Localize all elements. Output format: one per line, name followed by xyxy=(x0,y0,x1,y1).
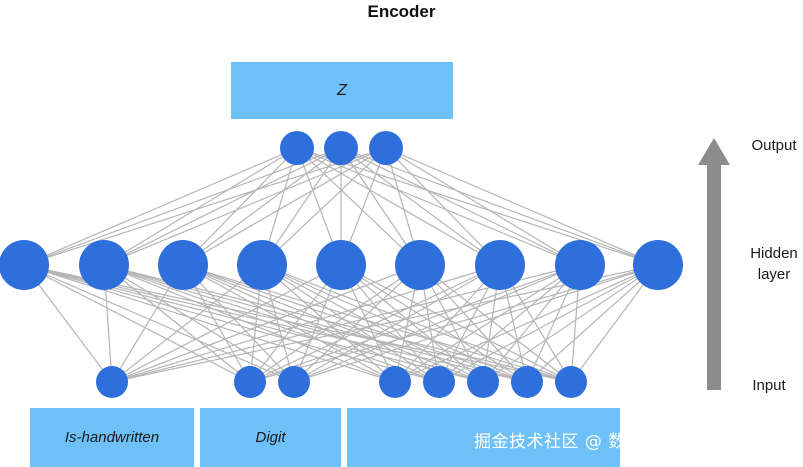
network-edge xyxy=(438,264,659,383)
diagram-title: Encoder xyxy=(367,2,436,21)
input-box-is-handwritten: Is-handwritten xyxy=(30,408,194,467)
network-edge xyxy=(385,147,501,266)
network-edge xyxy=(182,147,298,266)
network-edge xyxy=(293,264,581,383)
input-node xyxy=(467,366,499,398)
hidden-node xyxy=(316,240,366,290)
network-edge xyxy=(340,147,501,266)
output-layer-label: Output xyxy=(751,137,797,154)
input-layer-label: Input xyxy=(752,377,786,394)
watermark-text: 掘金技术社区 @ 数据智能老司机 xyxy=(474,432,731,452)
network-edge xyxy=(340,147,581,266)
hidden-layer-label: Hidden layer xyxy=(750,245,798,283)
input-node xyxy=(511,366,543,398)
network-edge xyxy=(340,147,659,266)
hidden-node xyxy=(395,240,445,290)
network-nodes xyxy=(0,131,683,398)
upward-arrow-icon xyxy=(698,138,730,390)
network-edge xyxy=(293,264,501,383)
network-edge xyxy=(23,147,387,266)
latent-z-box: Z xyxy=(231,62,453,119)
input-node xyxy=(234,366,266,398)
hidden-node xyxy=(237,240,287,290)
network-edge xyxy=(340,264,484,383)
hidden-node xyxy=(555,240,605,290)
network-edge xyxy=(103,264,440,383)
network-edge xyxy=(103,264,484,383)
network-edge xyxy=(182,264,440,383)
output-node xyxy=(324,131,358,165)
input-box-label: Is-handwritten xyxy=(64,429,160,446)
input-box-digit: Digit xyxy=(200,408,341,467)
network-edge xyxy=(296,147,659,266)
hidden-node xyxy=(158,240,208,290)
network-edge xyxy=(385,147,659,266)
network-edge xyxy=(394,264,659,383)
network-edge xyxy=(261,264,528,383)
input-box-label: Digit xyxy=(255,429,286,446)
network-edge xyxy=(103,147,342,266)
hidden-node xyxy=(475,240,525,290)
network-edge xyxy=(249,264,581,383)
network-edge xyxy=(23,264,295,383)
network-edge xyxy=(438,264,581,383)
network-edge xyxy=(103,147,387,266)
network-edge xyxy=(261,147,387,266)
network-edge xyxy=(111,264,263,383)
output-node xyxy=(369,131,403,165)
input-node xyxy=(379,366,411,398)
network-edge xyxy=(482,264,581,383)
network-edge xyxy=(23,147,342,266)
network-edge xyxy=(23,264,251,383)
input-node xyxy=(278,366,310,398)
network-edge xyxy=(394,264,581,383)
network-edge xyxy=(182,147,387,266)
network-edge xyxy=(293,264,421,383)
network-edge xyxy=(293,264,659,383)
network-edge xyxy=(482,264,659,383)
network-edge xyxy=(261,264,396,383)
network-edge xyxy=(419,264,572,383)
network-edge xyxy=(182,264,396,383)
network-edge xyxy=(23,264,396,383)
network-edge xyxy=(249,264,501,383)
network-edge xyxy=(385,147,581,266)
network-edge xyxy=(111,264,342,383)
network-edge xyxy=(394,264,501,383)
network-edge xyxy=(526,264,659,383)
network-edge xyxy=(296,147,421,266)
input-node xyxy=(555,366,587,398)
network-edge xyxy=(261,264,484,383)
hidden-node xyxy=(79,240,129,290)
hidden-node xyxy=(633,240,683,290)
network-edge xyxy=(249,264,421,383)
network-edge xyxy=(182,264,528,383)
input-node xyxy=(423,366,455,398)
network-edge xyxy=(419,264,528,383)
network-edge xyxy=(103,264,396,383)
input-node xyxy=(96,366,128,398)
network-edge xyxy=(103,264,295,383)
network-edge xyxy=(103,147,298,266)
network-edge xyxy=(340,264,528,383)
latent-z-label: Z xyxy=(337,81,347,99)
network-edge xyxy=(261,264,440,383)
network-edge xyxy=(340,264,440,383)
network-edge xyxy=(111,264,421,383)
hidden-node xyxy=(0,240,49,290)
network-edge xyxy=(23,147,298,266)
network-edge xyxy=(296,147,581,266)
network-edge xyxy=(103,264,251,383)
output-node xyxy=(280,131,314,165)
network-edge xyxy=(182,264,484,383)
network-edge xyxy=(182,147,342,266)
network-edge xyxy=(296,147,501,266)
network-edge xyxy=(182,264,295,383)
input-box-features xyxy=(347,408,620,467)
